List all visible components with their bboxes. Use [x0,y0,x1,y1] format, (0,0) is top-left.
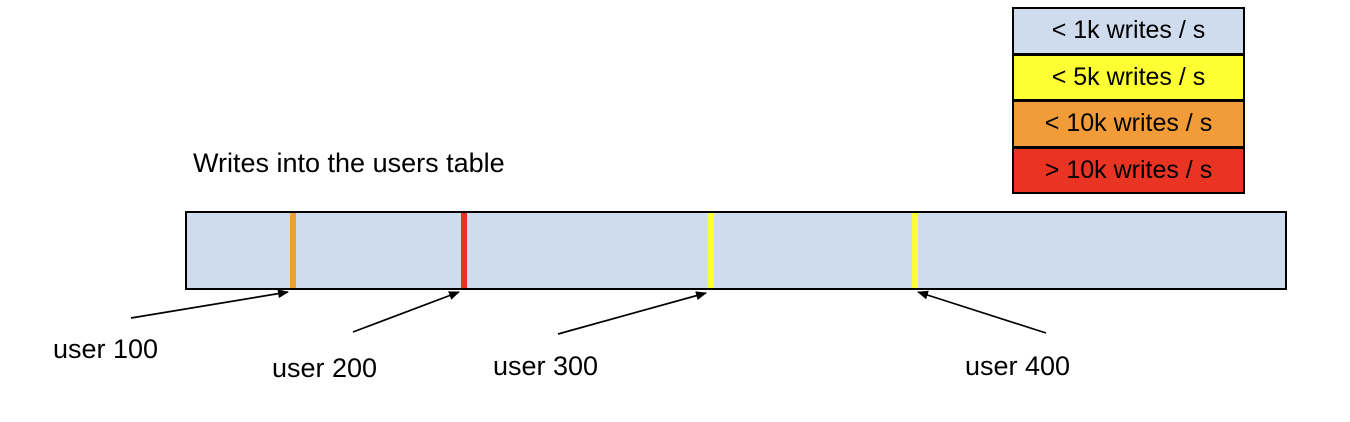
legend-item-label: < 1k writes / s [1051,16,1206,45]
label-user-100: user 100 [53,334,159,364]
arrow-user-300 [557,291,707,335]
legend-item-3: < 10k writes / s [1014,99,1243,146]
legend-item-label: < 10k writes / s [1044,109,1213,138]
legend-item-4: > 10k writes / s [1014,145,1243,192]
label-user-400: user 400 [965,351,1071,381]
arrow-user-100 [130,289,289,319]
label-user-300: user 300 [493,351,599,381]
diagram-title: Writes into the users table [193,148,505,178]
hotspot-marker-user-300 [708,213,714,288]
label-user-200: user 200 [272,353,378,383]
legend-item-label: > 10k writes / s [1044,155,1213,184]
arrow-user-200 [352,291,460,333]
hotspot-marker-user-200 [461,213,467,288]
legend-item-2: < 5k writes / s [1014,52,1243,99]
users-table-bar [185,211,1287,290]
legend-item-1: < 1k writes / s [1014,9,1243,53]
legend-item-label: < 5k writes / s [1051,62,1206,91]
hotspot-marker-user-400 [912,213,918,288]
write-rate-legend: < 1k writes / s < 5k writes / s < 10k writ… [1012,7,1245,194]
hotspot-marker-user-100 [290,213,296,288]
arrow-user-400 [917,290,1047,334]
